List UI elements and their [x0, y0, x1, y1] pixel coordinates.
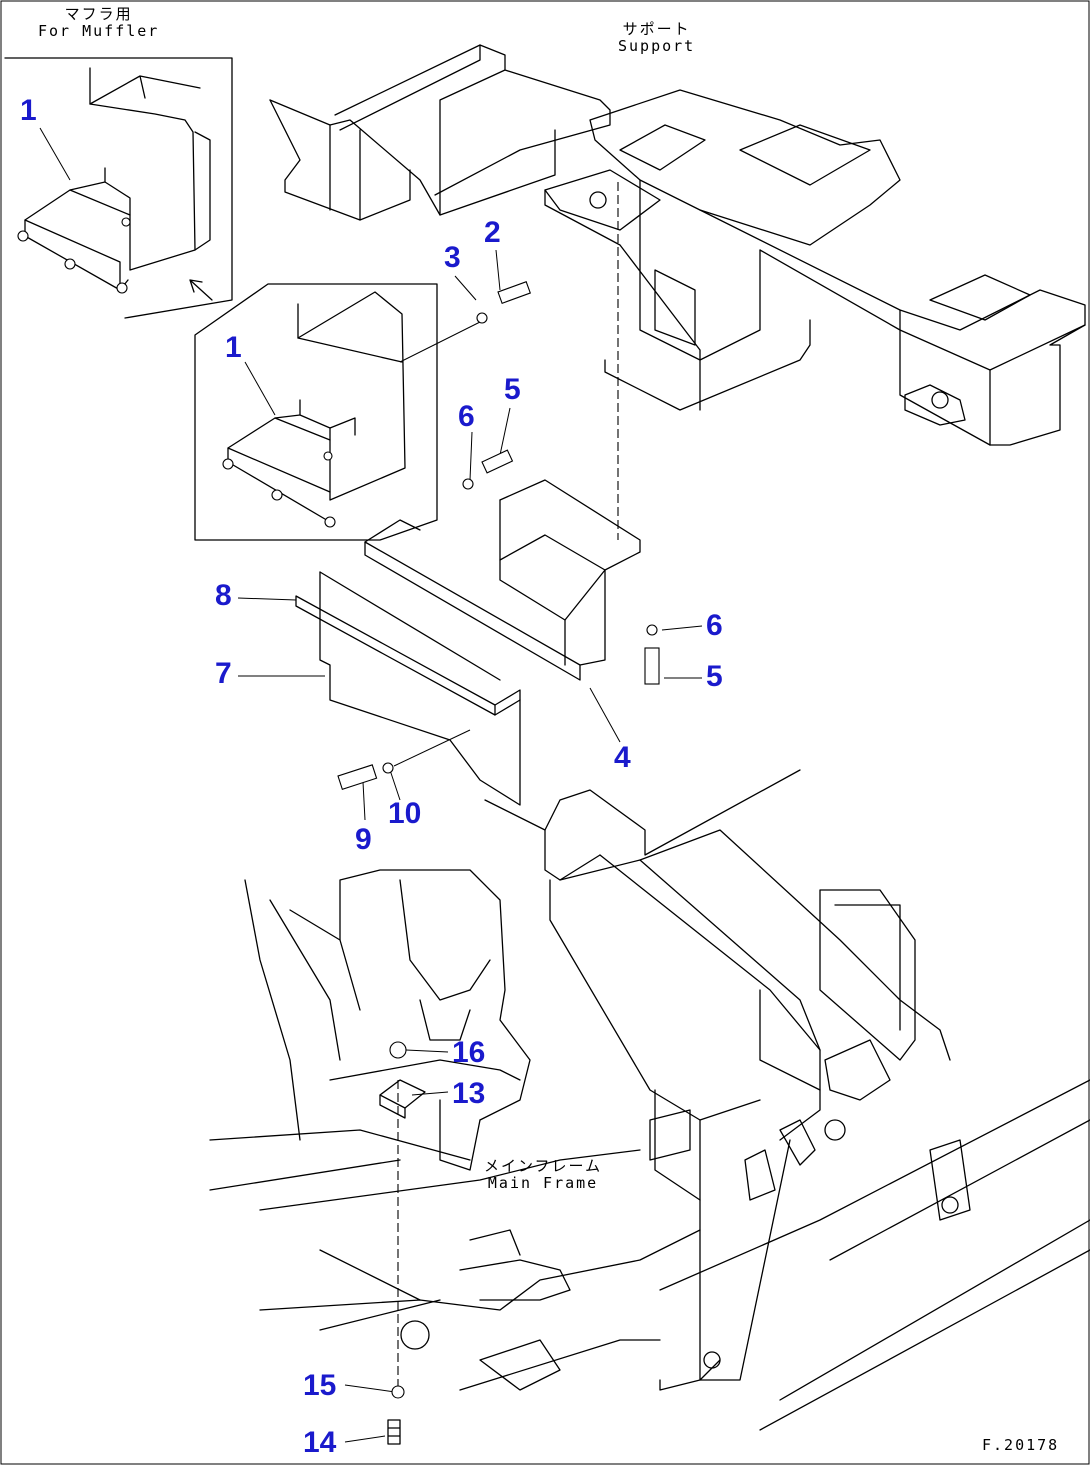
support-caption: サポート Support: [618, 20, 696, 56]
muffler-caption: マフラ用 For Muffler: [38, 5, 160, 41]
part-callout-10: 10: [388, 797, 422, 830]
part-callout-15: 15: [303, 1369, 337, 1402]
part-callout-1: 1: [20, 94, 37, 127]
support-caption-jp: サポート: [622, 20, 691, 38]
support-caption-en: Support: [618, 37, 696, 56]
figure-number: F.20178: [982, 1436, 1060, 1454]
bracket-13: [379, 1079, 426, 1119]
muffler-inset-frame: [4, 57, 233, 319]
part-callout-5: 5: [504, 373, 521, 406]
muffler-caption-en: For Muffler: [38, 22, 160, 41]
bolt-14: [387, 1419, 401, 1445]
part-callout-7: 7: [215, 657, 232, 690]
cover-part-1-inset: [24, 67, 211, 291]
cover-part-1-detail: [227, 291, 406, 523]
part-callout-16: 16: [452, 1036, 486, 1069]
part-callout-13: 13: [452, 1077, 486, 1110]
muffler-caption-jp: マフラ用: [64, 5, 133, 23]
mounting-plate-7: [295, 571, 521, 806]
main-frame-caption-en: Main Frame: [487, 1174, 599, 1193]
part-callout-1: 1: [225, 331, 242, 364]
part-callout-14: 14: [303, 1426, 337, 1459]
part-callout-4: 4: [614, 741, 631, 774]
part-callout-3: 3: [444, 241, 461, 274]
detail-box: [194, 283, 438, 541]
main-frame: [209, 769, 1090, 1431]
part-callout-5: 5: [706, 660, 723, 693]
part-callout-2: 2: [484, 216, 501, 249]
view-arrow-icon: [189, 279, 213, 301]
part-callout-9: 9: [355, 823, 372, 856]
part-callout-6: 6: [706, 609, 723, 642]
part-callout-8: 8: [215, 579, 232, 612]
main-frame-caption: メインフレーム Main Frame: [484, 1157, 603, 1193]
support-bracket-4: [364, 479, 641, 681]
main-frame-caption-jp: メインフレーム: [484, 1157, 603, 1175]
support-structure: [269, 44, 1086, 446]
part-callout-6: 6: [458, 400, 475, 433]
